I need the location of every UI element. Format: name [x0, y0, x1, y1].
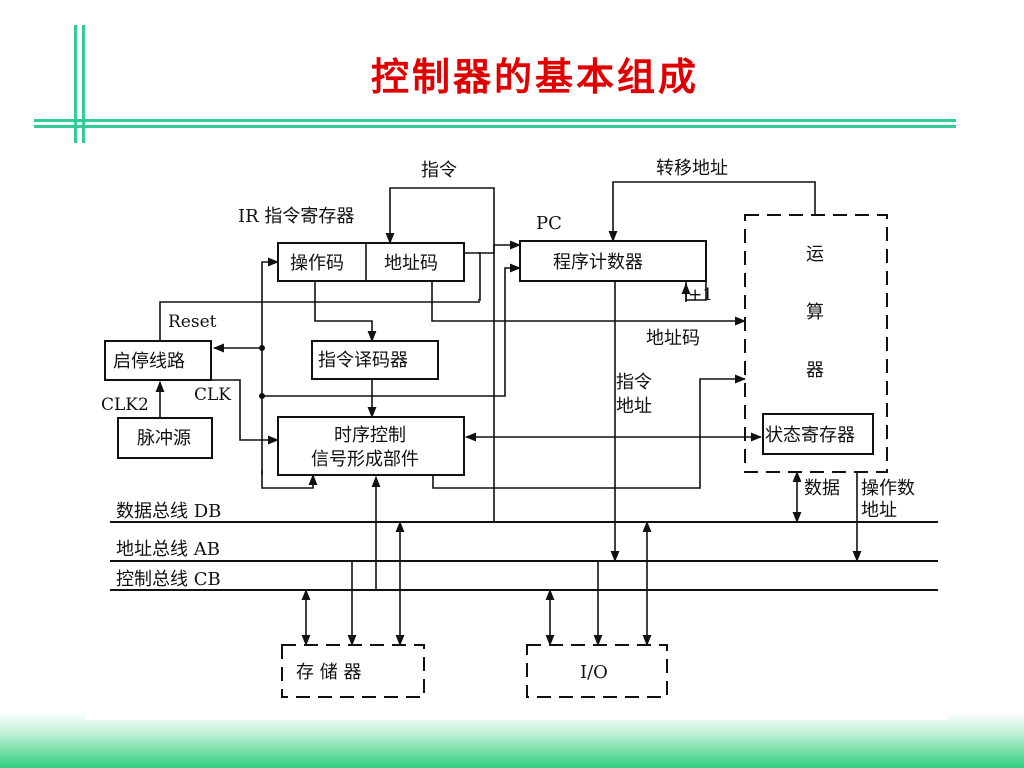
label-clk2: CLK2 — [101, 395, 149, 415]
label-alu-2: 算 — [806, 302, 824, 323]
label-alu-1: 运 — [806, 244, 824, 265]
footer-gradient — [0, 712, 1024, 768]
label-status-register: 状态寄存器 — [765, 425, 855, 446]
slide-title: 控制器的基本组成 — [370, 54, 699, 99]
slide-decoration — [0, 25, 1024, 768]
label-decoder: 指令译码器 — [318, 350, 408, 371]
program-counter-box — [519, 240, 707, 282]
status-register-box — [762, 413, 874, 455]
label-control-bus: 控制总线 CB — [116, 569, 221, 590]
label-plus-one: +1 — [688, 285, 713, 305]
decoder-box — [311, 340, 439, 380]
label-instruction: 指令 — [421, 160, 457, 181]
label-operand-addr-1: 操作数 — [861, 478, 915, 499]
label-operand-addr-2: 地址 — [861, 500, 897, 521]
label-ir-register: IR 指令寄存器 — [238, 206, 354, 227]
label-data-bus: 数据总线 DB — [116, 501, 221, 522]
label-data: 数据 — [804, 478, 840, 499]
label-address-code: 地址码 — [384, 253, 438, 274]
label-memory: 存 储 器 — [296, 662, 361, 683]
label-pulse-source: 脉冲源 — [137, 428, 191, 449]
label-start-stop: 启停线路 — [113, 351, 185, 372]
label-reset: Reset — [168, 312, 217, 332]
label-address-bus: 地址总线 AB — [116, 539, 220, 560]
alu-dashed-box — [744, 214, 888, 473]
label-instr-addr-1: 指令 — [616, 372, 652, 393]
label-io: I/O — [580, 662, 608, 683]
timing-box — [277, 416, 465, 476]
label-address-code-2: 地址码 — [646, 328, 700, 349]
label-timing-1: 时序控制 — [334, 425, 406, 446]
label-instr-addr-2: 地址 — [616, 396, 652, 417]
label-pc: PC — [536, 213, 562, 234]
label-timing-2: 信号形成部件 — [311, 449, 419, 470]
label-jump-address: 转移地址 — [656, 158, 728, 179]
label-clk: CLK — [194, 385, 231, 405]
pulse-source-box — [117, 417, 213, 459]
label-program-counter: 程序计数器 — [553, 252, 643, 273]
start-stop-box — [104, 340, 212, 381]
diagram-labels: 指令 转移地址 IR 指令寄存器 PC 操作码 地址码 程序计数器 +1 Res… — [101, 158, 915, 683]
label-opcode: 操作码 — [290, 253, 344, 274]
wiring — [155, 181, 862, 647]
label-alu-3: 器 — [806, 360, 824, 381]
